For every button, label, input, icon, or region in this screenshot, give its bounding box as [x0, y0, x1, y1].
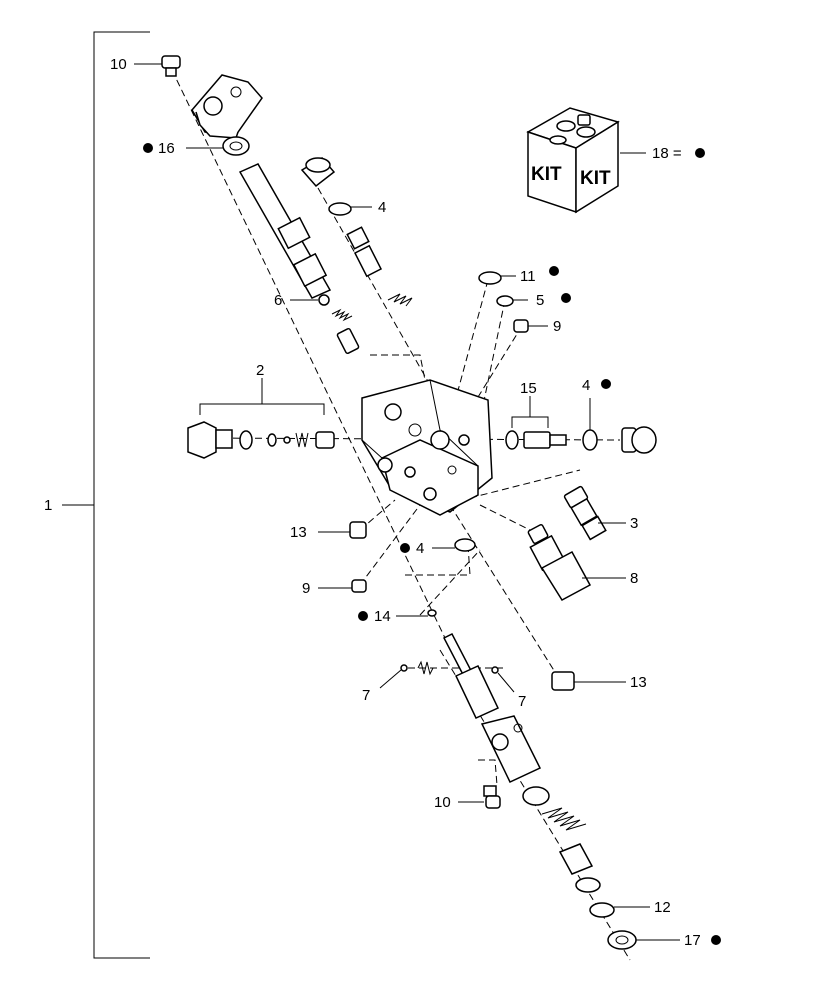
- plug-upper: [300, 157, 413, 307]
- callout-10-lower: 10: [434, 794, 451, 811]
- plug-13-right: [551, 671, 575, 691]
- seal-5: [496, 295, 514, 307]
- callout-9-lower: 9: [302, 580, 310, 597]
- lower-flange: [480, 715, 542, 783]
- bolt-10-lower: [483, 785, 501, 809]
- callout-3: 3: [630, 515, 638, 532]
- kit-label-right: KIT: [580, 168, 611, 189]
- callout-2: 2: [256, 362, 264, 379]
- bullet-17: [711, 935, 721, 945]
- plug-13-left: [349, 521, 367, 539]
- callout-14: 14: [374, 608, 391, 625]
- plug-right: [621, 426, 657, 454]
- callout-7-left: 7: [362, 687, 370, 704]
- callout-12: 12: [654, 899, 671, 916]
- kit-label-left: KIT: [531, 164, 562, 185]
- callout-8: 8: [630, 570, 638, 587]
- kit-box: KIT KIT: [526, 107, 620, 214]
- bullet-5: [561, 293, 571, 303]
- callout-10-top: 10: [110, 56, 127, 73]
- callout-13-right: 13: [630, 674, 647, 691]
- callouts: 1 10 16 4 6 11 5 9 2 15 4 3 13 4 8 9 14 …: [44, 56, 721, 949]
- bullet-16: [143, 143, 153, 153]
- bullet-4-right: [601, 379, 611, 389]
- valve-body: [361, 379, 493, 516]
- seal-4-right: [582, 429, 598, 451]
- spring-6: [331, 308, 360, 355]
- leader-lines: [134, 63, 680, 941]
- bolt-10-top: [161, 55, 181, 77]
- bullet-18: [695, 148, 705, 158]
- callout-16: 16: [158, 140, 175, 157]
- top-flange: [191, 74, 263, 139]
- bullet-14: [358, 611, 368, 621]
- seal-4-lower: [454, 538, 476, 552]
- callout-1: 1: [44, 497, 52, 514]
- ball-14: [427, 609, 437, 617]
- callout-15: 15: [520, 380, 537, 397]
- callout-4-upper: 4: [378, 199, 386, 216]
- relief-valve-2: [187, 378, 335, 459]
- callout-13-left: 13: [290, 524, 307, 541]
- valve-8: [527, 524, 592, 601]
- callout-9-top: 9: [553, 318, 561, 335]
- bullet-4-lower: [400, 543, 410, 553]
- bullet-11: [549, 266, 559, 276]
- assembly-bracket: [62, 31, 150, 959]
- spool-upper: [238, 163, 332, 306]
- fitting-3: [563, 485, 607, 541]
- plug-9-top: [513, 319, 529, 333]
- callout-7-right: 7: [518, 693, 526, 710]
- callout-4-right: 4: [582, 377, 590, 394]
- lower-stack: [522, 786, 637, 950]
- callout-4-lower: 4: [416, 540, 424, 557]
- spool-lower: [400, 632, 500, 719]
- plug-9-lower: [351, 579, 367, 593]
- seal-11: [478, 271, 502, 285]
- washer-16: [222, 136, 250, 156]
- callout-11: 11: [520, 268, 536, 285]
- callout-6: 6: [274, 292, 282, 309]
- callout-5: 5: [536, 292, 544, 309]
- callout-17: 17: [684, 932, 701, 949]
- callout-18: 18 =: [652, 145, 682, 162]
- fitting-15: [505, 396, 567, 450]
